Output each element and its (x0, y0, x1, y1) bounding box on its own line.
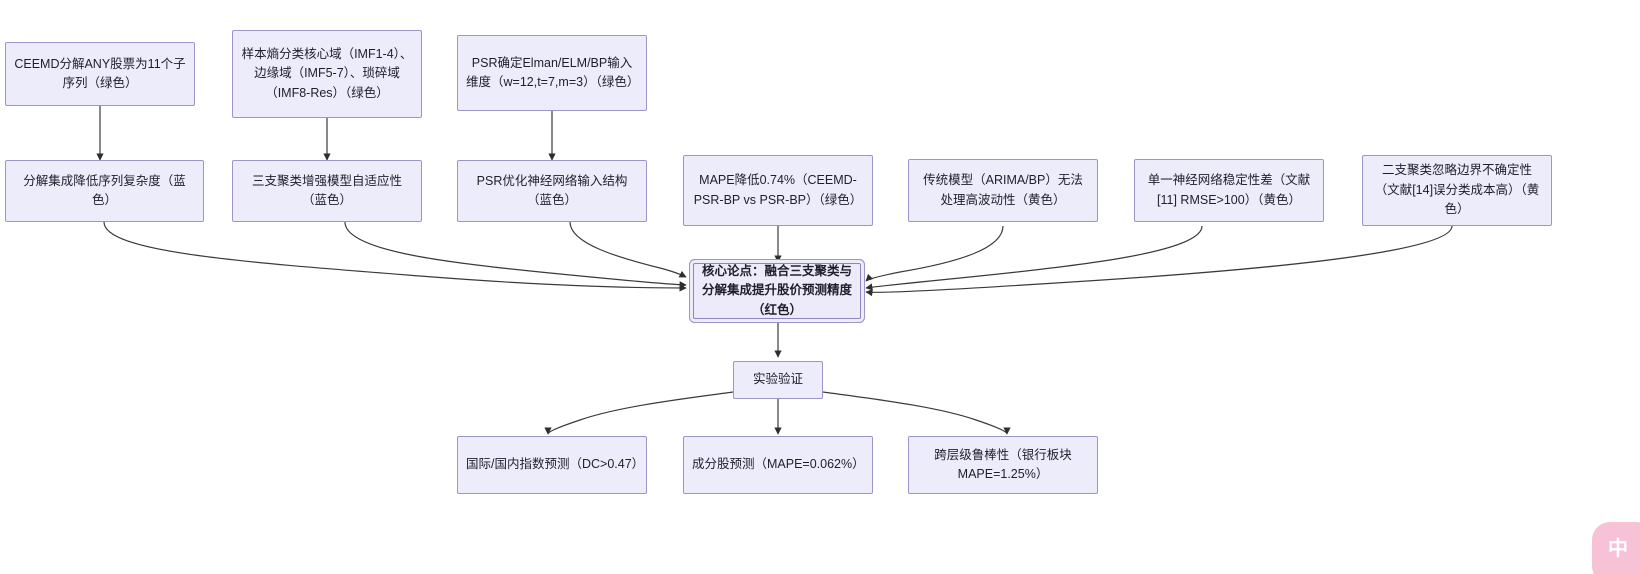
node-three-way-clustering-adaptivity[interactable]: 三支聚类增强模型自适应性（蓝色） (232, 160, 422, 222)
edge-structure-to-core (569, 221, 687, 278)
node-cross-level-robustness-result[interactable]: 跨层级鲁棒性（银行板块MAPE=1.25%） (908, 436, 1098, 494)
node-two-way-clustering-boundary[interactable]: 二支聚类忽略边界不确定性（文献[14]误分类成本高）（黄色） (1362, 155, 1552, 226)
node-label: 三支聚类增强模型自适应性（蓝色） (251, 173, 402, 207)
node-label: CEEMD分解ANY股票为11个子序列（绿色） (14, 56, 186, 90)
node-label: 传统模型（ARIMA/BP）无法处理高波动性（黄色） (923, 173, 1083, 207)
node-core-claim[interactable]: 核心论点：融合三支聚类与分解集成提升股价预测精度（红色） (693, 263, 861, 319)
node-psr-input-dimension[interactable]: PSR确定Elman/ELM/BP输入维度（w=12,t=7,m=3）（绿色） (457, 35, 647, 111)
node-label: PSR确定Elman/ELM/BP输入维度（w=12,t=7,m=3）（绿色） (466, 55, 640, 89)
node-label: 样本熵分类核心域（IMF1-4）、边缘域（IMF5-7）、琐碎域（IMF8-Re… (241, 46, 413, 100)
node-label: 分解集成降低序列复杂度（蓝色） (23, 173, 186, 207)
node-label: PSR优化神经网络输入结构（蓝色） (476, 173, 628, 207)
node-sample-entropy-classification[interactable]: 样本熵分类核心域（IMF1-4）、边缘域（IMF5-7）、琐碎域（IMF8-Re… (232, 30, 422, 118)
node-single-network-instability[interactable]: 单一神经网络稳定性差（文献[11] RMSE>100）（黄色） (1134, 159, 1324, 222)
node-traditional-model-limitation[interactable]: 传统模型（ARIMA/BP）无法处理高波动性（黄色） (908, 159, 1098, 222)
node-index-forecast-result[interactable]: 国际/国内指数预测（DC>0.47） (457, 436, 647, 494)
edge-single-nn-to-core (865, 225, 1203, 291)
edge-complexity-to-core (103, 221, 687, 292)
edge-two-way-to-core (865, 225, 1453, 297)
node-label: 二支聚类忽略边界不确定性（文献[14]误分类成本高）（黄色） (1374, 163, 1540, 217)
edge-validation-to-index (544, 391, 734, 435)
node-label: 核心论点：融合三支聚类与分解集成提升股价预测精度（红色） (702, 263, 853, 317)
node-label: 实验验证 (752, 372, 803, 387)
node-label: MAPE降低0.74%（CEEMD-PSR-BP vs PSR-BP）（绿色） (693, 173, 863, 207)
edge-adaptive-to-core (344, 221, 687, 289)
watermark-text: 中 (1608, 538, 1628, 560)
node-constituent-stock-forecast-result[interactable]: 成分股预测（MAPE=0.062%） (683, 436, 873, 494)
node-decomposition-reduces-complexity[interactable]: 分解集成降低序列复杂度（蓝色） (5, 160, 204, 222)
edge-traditional-to-core (865, 225, 1004, 282)
node-mape-reduction[interactable]: MAPE降低0.74%（CEEMD-PSR-BP vs PSR-BP）（绿色） (683, 155, 873, 226)
edge-validation-to-robust (822, 391, 1011, 435)
node-psr-optimizes-network-structure[interactable]: PSR优化神经网络输入结构（蓝色） (457, 160, 647, 222)
node-ceemd-decomposition[interactable]: CEEMD分解ANY股票为11个子序列（绿色） (5, 42, 195, 106)
node-label: 国际/国内指数预测（DC>0.47） (466, 457, 645, 472)
node-label: 成分股预测（MAPE=0.062%） (692, 457, 865, 472)
node-experiment-validation[interactable]: 实验验证 (733, 361, 823, 399)
node-label: 单一神经网络稳定性差（文献[11] RMSE>100）（黄色） (1147, 173, 1311, 207)
node-label: 跨层级鲁棒性（银行板块MAPE=1.25%） (934, 447, 1072, 481)
watermark-badge: 中 (1592, 522, 1640, 574)
